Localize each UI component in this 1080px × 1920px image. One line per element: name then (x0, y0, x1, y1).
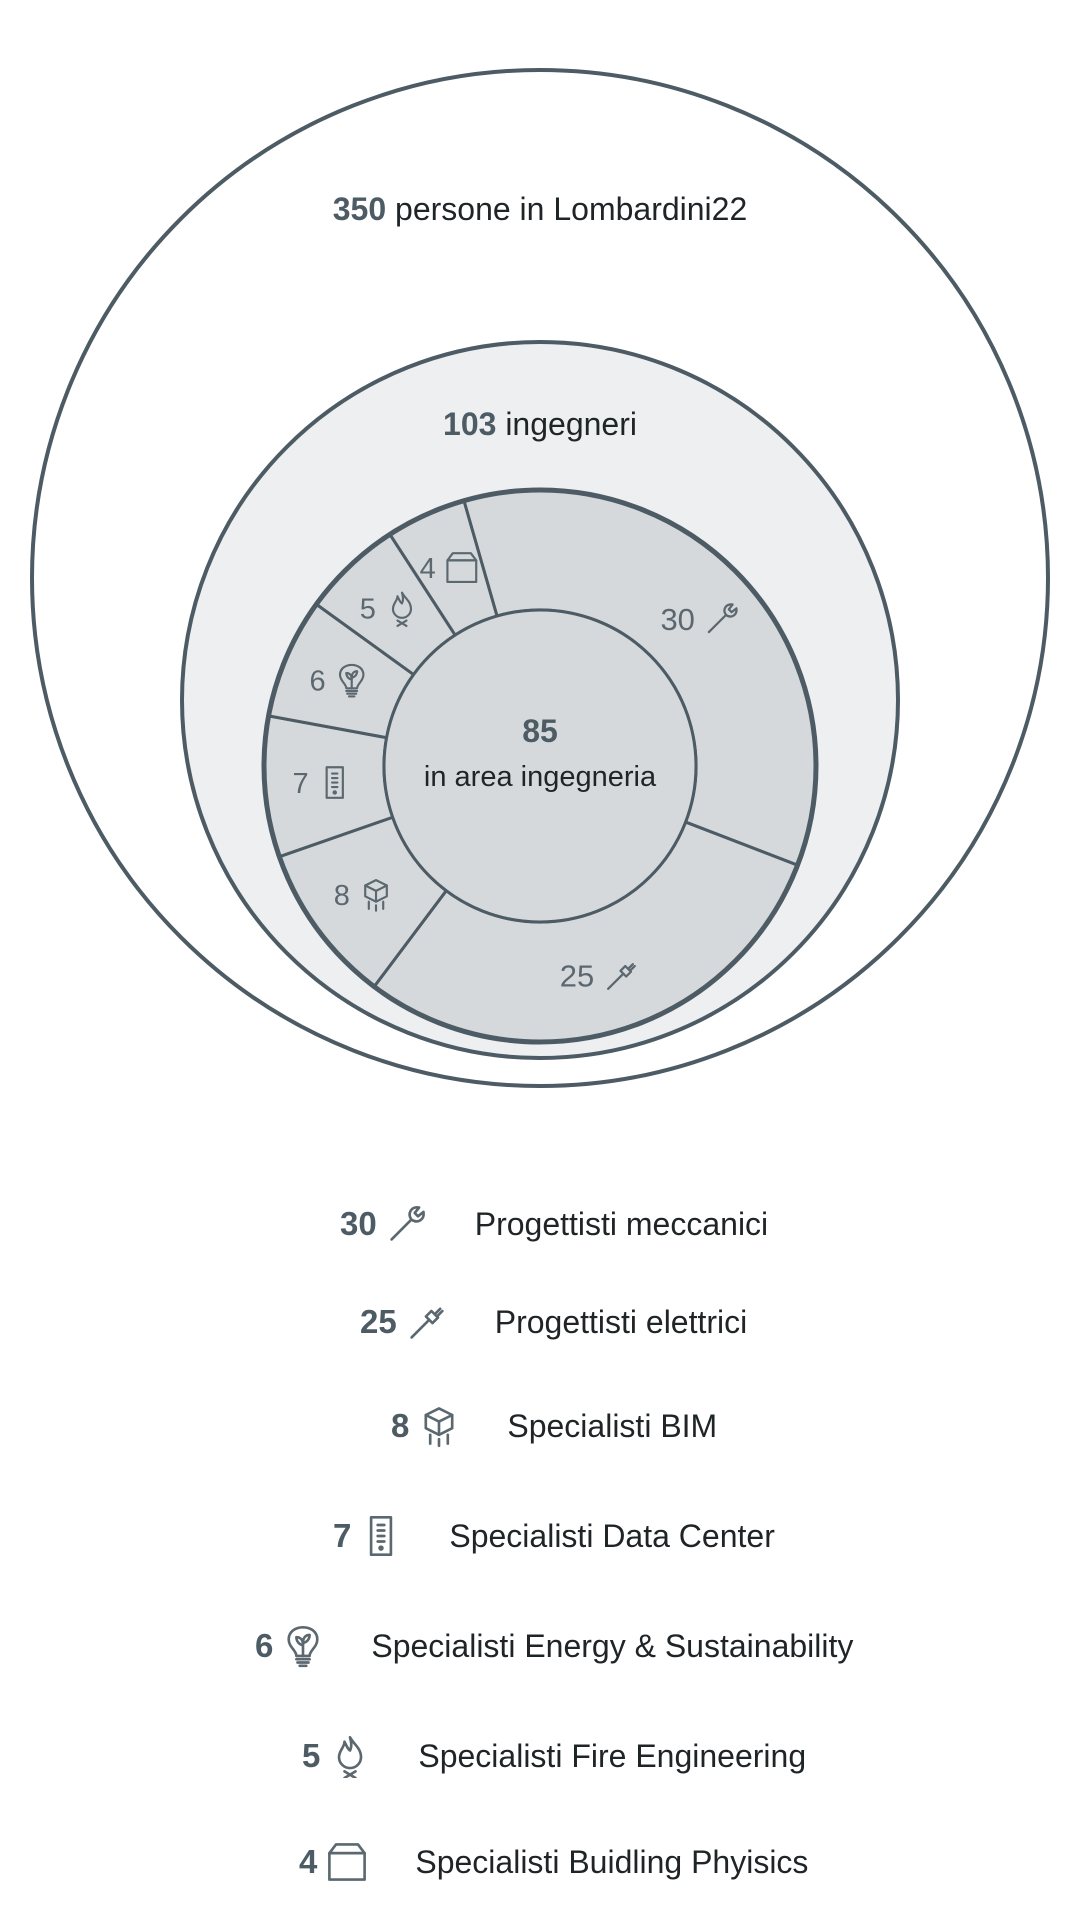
outer-label: 350 persone in Lombardini22 (333, 191, 748, 227)
legend-count: 30 (340, 1205, 377, 1242)
server-rack-icon (325, 766, 344, 799)
legend-label: Specialisti BIM (507, 1407, 718, 1444)
legend-label: Progettisti meccanici (474, 1205, 769, 1242)
inner-count: 85 (522, 713, 558, 749)
middle-count: 103 (443, 406, 496, 442)
building-box-icon (446, 552, 478, 584)
legend-row: 8 Specialisti BIM (391, 1396, 717, 1456)
legend-row: 4 Specialisti Buidling Phyisics (299, 1832, 808, 1892)
legend-label: Specialisti Data Center (449, 1517, 775, 1554)
flame-icon (328, 1734, 372, 1778)
bim-cube-icon (364, 879, 388, 912)
electric-plug-icon (405, 1300, 449, 1344)
segment-value-3: 7 (293, 768, 309, 800)
legend-count: 4 (299, 1843, 318, 1880)
donut-segments: 30 25 8 7 6 5 4 (262, 488, 818, 1044)
wrench-icon (707, 603, 738, 634)
eco-bulb-icon (338, 663, 365, 698)
outer-caption: persone in Lombardini22 (395, 191, 747, 227)
legend-label: Specialisti Fire Engineering (418, 1737, 807, 1774)
legend-count: 5 (302, 1737, 321, 1774)
flame-icon (391, 591, 413, 628)
nested-circles-chart: 30 25 8 7 6 5 4 350 persone in Lombardini22 10… (30, 68, 1050, 1088)
legend-row: 6 Specialisti Energy & Sustainability (255, 1616, 853, 1676)
legend-count: 25 (360, 1303, 397, 1340)
legend-label: Progettisti elettrici (494, 1303, 748, 1340)
inner-caption: in area ingegneria (424, 761, 657, 793)
legend-label: Specialisti Buidling Phyisics (415, 1843, 809, 1880)
legend-count: 8 (391, 1407, 410, 1444)
middle-caption: ingegneri (505, 406, 637, 442)
segment-value-5: 5 (360, 593, 376, 625)
legend-row: 25 Progettisti elettrici (360, 1292, 747, 1352)
segment-value-4: 6 (309, 666, 325, 698)
wrench-icon (385, 1202, 429, 1246)
legend-row: 5 Specialisti Fire Engineering (302, 1726, 806, 1786)
server-rack-icon (359, 1514, 403, 1558)
legend-row: 30 Progettisti meccanici (340, 1194, 768, 1254)
inner-hole (382, 608, 698, 924)
outer-count: 350 (333, 191, 386, 227)
ring-outer-border (261, 487, 819, 1045)
middle-label: 103 ingegneri (443, 406, 637, 442)
eco-bulb-icon (281, 1624, 325, 1668)
segment-value-1: 25 (560, 959, 594, 994)
segment-value-2: 8 (334, 880, 350, 912)
legend-label: Specialisti Energy & Sustainability (371, 1627, 854, 1664)
bim-cube-icon (417, 1404, 461, 1448)
segment-value-6: 4 (420, 553, 436, 585)
segment-value-0: 30 (660, 602, 694, 637)
legend-row: 7 Specialisti Data Center (333, 1506, 775, 1566)
electric-plug-icon (607, 963, 636, 990)
legend-count: 7 (333, 1517, 352, 1554)
legend-count: 6 (255, 1627, 274, 1664)
building-box-icon (325, 1840, 369, 1884)
